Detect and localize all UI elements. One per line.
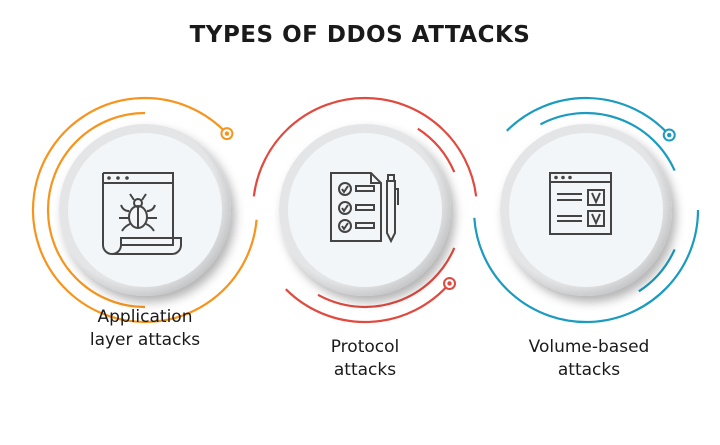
decorative-arc [506,96,671,136]
decorative-arc [285,282,451,324]
decorative-arc [46,111,146,309]
decorative-arc [317,247,456,309]
label-protocol-attacks: Protocol attacks [265,336,465,382]
decorative-arc [252,96,478,197]
label-volume-based-attacks: Volume-based attacks [489,336,689,382]
arc-end-dot-center [447,281,452,286]
label-line: attacks [333,360,397,380]
label-application-layer-attacks: Application layer attacks [45,306,245,352]
label-line: attacks [557,360,621,380]
label-line: Application [97,307,193,327]
bug-document-icon [102,172,182,255]
arc-end-dot-center [224,131,230,136]
decorative-arc [31,96,258,324]
checklist-pen-icon [330,172,399,244]
arc-end-dot-center [667,132,672,138]
label-line: layer attacks [89,330,201,350]
label-line: Volume-based [528,337,650,357]
decorative-arc [539,111,676,171]
disc-inner [509,133,663,287]
decorative-arc [473,209,700,324]
browser-checkbox-icon [549,172,612,235]
page-title: TYPES OF DDOS ATTACKS [189,22,531,48]
label-line: Protocol [330,337,400,357]
decorative-arc [638,249,676,293]
decorative-arc [417,127,456,173]
